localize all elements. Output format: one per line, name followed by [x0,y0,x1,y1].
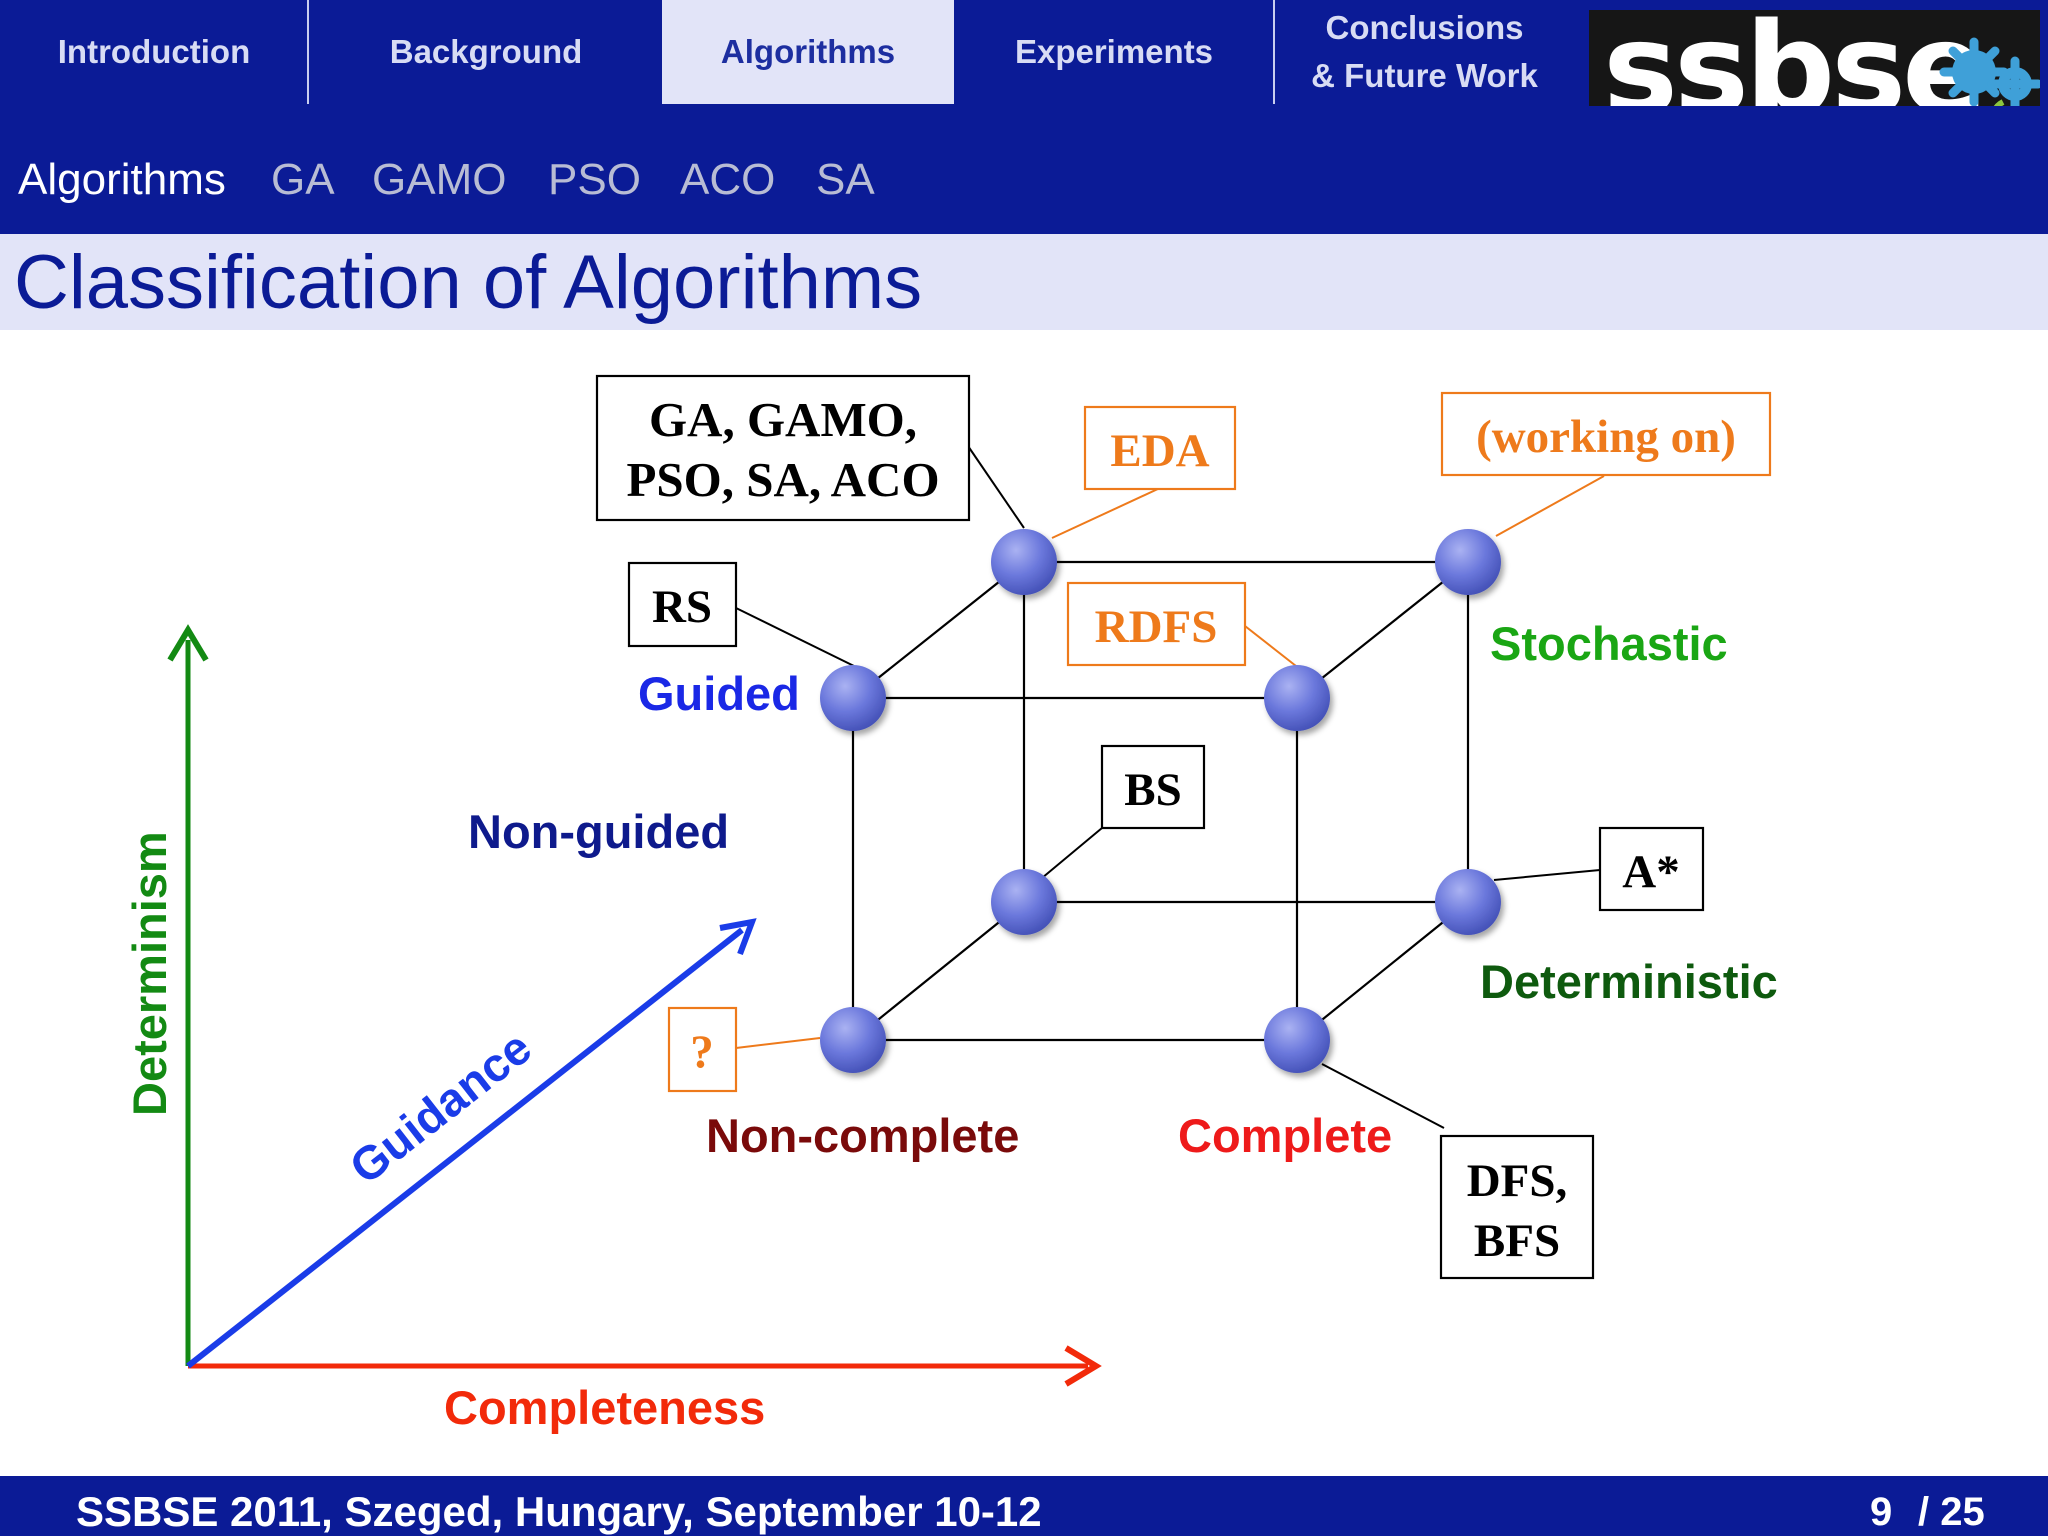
guidance-axis [186,927,744,1369]
title-band [0,234,2048,330]
subnav-sa[interactable]: SA [816,155,875,204]
dfs-connector [1321,1063,1445,1129]
cube-node [1435,529,1501,595]
ga-connector [967,445,1025,529]
tab-experiments[interactable]: Experiments [1014,33,1214,70]
completeness-axis-label: Completeness [444,1381,765,1434]
working-on-connector [1495,475,1605,537]
ga-box-line2: PSO, SA, ACO [626,452,939,507]
subnav-gamo[interactable]: GAMO [372,155,507,204]
sub-navigation-bar [0,106,2048,234]
cube-node [991,529,1057,595]
ga-gamo-box: GA, GAMO, PSO, SA, ACO [595,374,971,522]
non-complete-label: Non-complete [706,1109,1019,1162]
tab-conclusions-line2: & Future Work [1311,57,1538,94]
cube-node [1264,1007,1330,1073]
rdfs-label: RDFS [1095,601,1218,653]
subnav-ga[interactable]: GA [271,155,335,204]
working-on-box: (working on) [1440,391,1772,477]
determinism-axis-arrowhead [167,624,209,662]
question-box: ? [667,1006,738,1093]
non-guided-label: Non-guided [468,805,729,858]
footer-conference-text: SSBSE 2011, Szeged, Hungary, September 1… [76,1488,1042,1535]
tab-algorithms[interactable]: Algorithms [662,0,954,104]
connector-lines [735,445,1605,1129]
tab-introduction[interactable]: Introduction [57,33,251,70]
rs-box: RS [627,561,738,648]
subnav-algorithms[interactable]: Algorithms [18,155,226,204]
completeness-axis-arrowhead [1064,1345,1102,1387]
working-on-label: (working on) [1476,411,1736,463]
rs-label: RS [652,581,712,633]
rs-connector [735,607,855,667]
page-number-current: 9 [1870,1490,1893,1534]
question-connector [735,1037,821,1049]
slide-title: Classification of Algorithms [14,240,923,325]
a-star-label: A* [1622,846,1679,898]
determinism-axis-label: Determinism [123,831,176,1116]
classification-cube-diagram: Determinism Guidance Completeness [123,374,1778,1434]
guided-label: Guided [638,667,800,720]
rdfs-box: RDFS [1066,581,1247,667]
bs-label: BS [1124,764,1182,816]
dfs-box-line1: DFS, [1467,1155,1568,1207]
rdfs-connector [1244,625,1297,667]
tab-background[interactable]: Background [389,33,583,70]
axes [167,624,1102,1387]
eda-box: EDA [1083,405,1237,491]
dfs-box-line2: BFS [1474,1215,1560,1267]
cube-edges [851,560,1470,1042]
eda-label: EDA [1110,425,1209,477]
eda-connector [1051,487,1161,539]
page-number-total: / 25 [1918,1490,1985,1534]
subnav-aco[interactable]: ACO [680,155,776,204]
question-label: ? [690,1026,714,1078]
cube-node [820,1007,886,1073]
dfs-bfs-box: DFS, BFS [1439,1134,1595,1280]
cube-node [991,869,1057,935]
guidance-axis-arrowhead [719,918,757,956]
stochastic-label: Stochastic [1490,617,1728,670]
a-star-box: A* [1598,826,1705,912]
tab-conclusions-future-work[interactable]: Conclusions & Future Work [1276,0,1573,104]
cube-node [1435,869,1501,935]
complete-label: Complete [1178,1109,1392,1162]
bs-connector [1041,827,1103,879]
ga-box-line1: GA, GAMO, [649,392,917,447]
tab-divider [307,0,309,104]
a-star-connector [1493,869,1601,881]
cube-node [1264,665,1330,731]
subnav-pso[interactable]: PSO [548,155,641,204]
cube-node [820,665,886,731]
cube-nodes [820,529,1501,1073]
footer-bar [0,1476,2048,1536]
bs-box: BS [1100,744,1206,830]
deterministic-label: Deterministic [1480,955,1778,1008]
tab-conclusions-line1: Conclusions [1325,9,1524,46]
tab-divider [1273,0,1275,104]
